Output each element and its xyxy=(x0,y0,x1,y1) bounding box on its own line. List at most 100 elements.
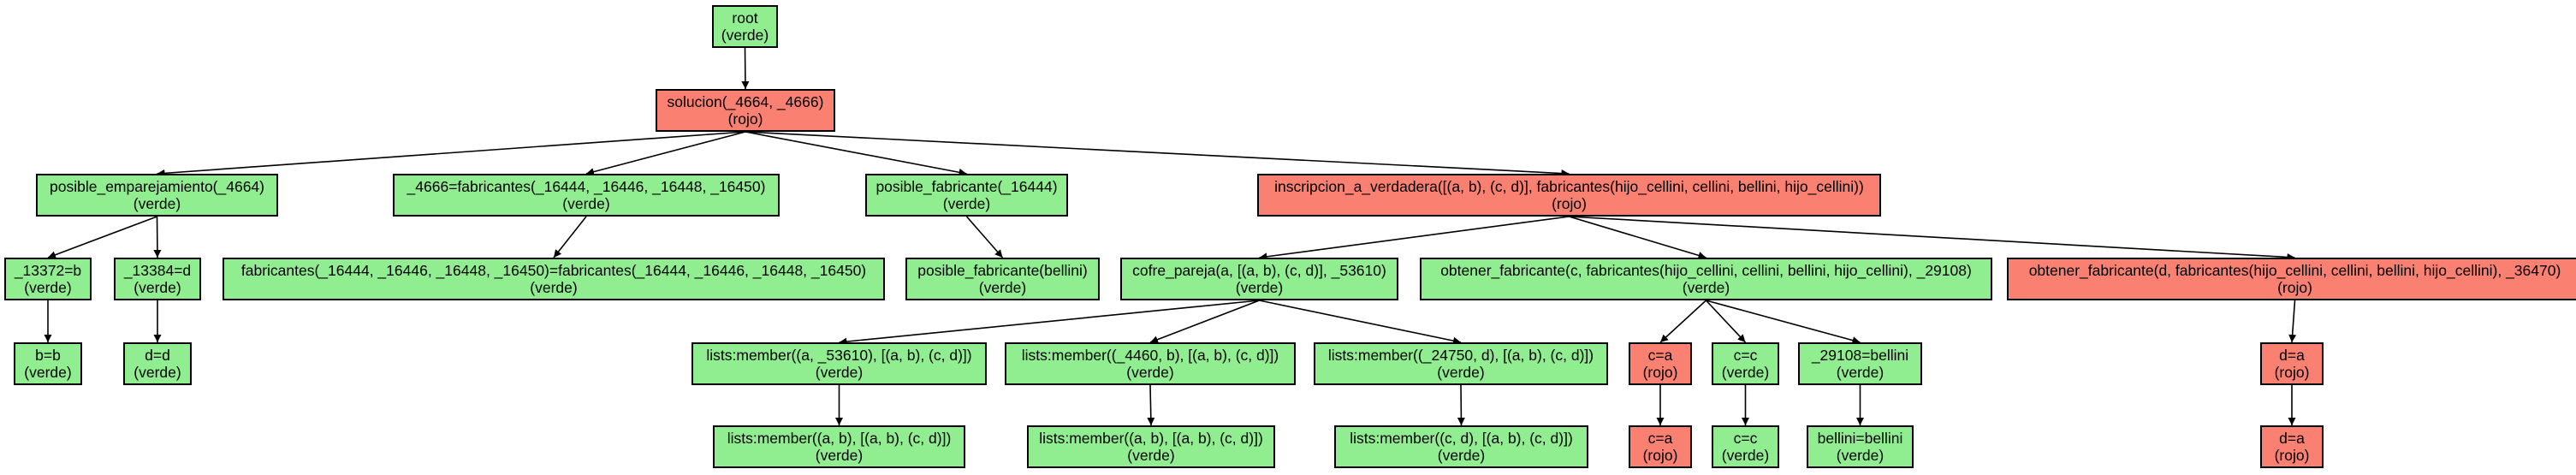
tree-node-rojo: c=a(rojo) xyxy=(1629,425,1692,468)
edge-n12-n21 xyxy=(2288,300,2297,343)
node-label: d=a xyxy=(2279,430,2305,447)
node-status: (verde) xyxy=(1126,364,1174,381)
node-label: c=c xyxy=(1733,430,1758,447)
node-status: (verde) xyxy=(1836,447,1885,464)
node-status: (verde) xyxy=(1682,279,1730,296)
tree-node-rojo: solucion(_4664, _4666)(rojo) xyxy=(656,89,835,132)
tree-node-verde: lists:member((a, b), [(a, b), (c, d)])(v… xyxy=(1027,425,1275,468)
node-label: c=c xyxy=(1733,347,1758,364)
node-label: b=b xyxy=(35,347,61,364)
node-status: (verde) xyxy=(721,27,769,44)
edge-n1-n2 xyxy=(157,131,746,177)
node-label: obtener_fabricante(d, fabricantes(hijo_c… xyxy=(2028,262,2561,279)
tree-node-verde: cofre_pareja(a, [(a, b), (c, d)], _53610… xyxy=(1120,258,1398,300)
tree-node-rojo: obtener_fabricante(d, fabricantes(hijo_c… xyxy=(2007,258,2576,300)
tree-node-verde: _13384=d(verde) xyxy=(114,258,201,300)
tree-node-verde: c=c(verde) xyxy=(1712,425,1779,468)
tree-node-verde: _29108=bellini(verde) xyxy=(1798,342,1922,385)
edge-n2-n6 xyxy=(47,216,157,259)
edge-n11-n19 xyxy=(1705,300,1747,343)
node-label: lists:member((c, d), [(a, b), (c, d)]) xyxy=(1350,430,1573,447)
tree-node-verde: _4666=fabricantes(_16444, _16446, _16448… xyxy=(393,174,780,217)
node-status: (verde) xyxy=(1721,364,1770,381)
node-label: d=d xyxy=(145,347,170,364)
edge-n17-n24 xyxy=(1457,384,1465,426)
tree-node-rojo: c=a(rojo) xyxy=(1629,342,1692,385)
node-status: (rojo) xyxy=(2274,447,2310,464)
edge-n10-n16 xyxy=(1149,300,1260,343)
node-label: _4666=fabricantes(_16444, _16446, _16448… xyxy=(407,178,766,195)
edge-n4-n9 xyxy=(965,216,1004,258)
node-status: (verde) xyxy=(24,279,72,296)
node-status: (verde) xyxy=(133,195,181,212)
tree-node-verde: fabricantes(_16444, _16446, _16448, _164… xyxy=(223,258,885,300)
node-label: _13372=b xyxy=(14,262,82,279)
edge-n1-n4 xyxy=(745,131,967,176)
tree-node-verde: lists:member((c, d), [(a, b), (c, d)])(v… xyxy=(1334,425,1588,468)
edge-n2-n7 xyxy=(153,216,162,258)
node-status: (verde) xyxy=(134,279,181,296)
node-label: d=a xyxy=(2279,347,2305,364)
node-label: lists:member((a, b), [(a, b), (c, d)]) xyxy=(727,430,952,447)
node-status: (rojo) xyxy=(727,110,763,128)
tree-node-verde: posible_fabricante(_16444)(verde) xyxy=(865,174,1068,217)
edge-n1-n5 xyxy=(745,131,1570,178)
tree-node-verde: lists:member((_24750, d), [(a, b), (c, d… xyxy=(1314,342,1608,385)
node-status: (verde) xyxy=(942,195,991,212)
tree-node-verde: c=c(verde) xyxy=(1712,342,1779,385)
edge-n10-n17 xyxy=(1259,300,1462,345)
node-label: c=a xyxy=(1647,347,1673,364)
node-status: (verde) xyxy=(562,195,610,212)
node-status: (verde) xyxy=(1127,447,1175,464)
edge-n5-n12 xyxy=(1569,216,2295,261)
edge-n5-n10 xyxy=(1259,216,1570,261)
tree-node-rojo: d=a(rojo) xyxy=(2260,425,2324,468)
node-status: (verde) xyxy=(815,364,864,381)
node-status: (verde) xyxy=(1437,447,1486,464)
edge-n10-n15 xyxy=(839,300,1260,346)
node-status: (rojo) xyxy=(1642,364,1678,381)
node-label: solucion(_4664, _4666) xyxy=(667,93,824,110)
node-label: lists:member((_24750, d), [(a, b), (c, d… xyxy=(1327,347,1594,364)
node-status: (rojo) xyxy=(1552,195,1587,212)
node-status: (rojo) xyxy=(2277,279,2312,296)
node-status: (verde) xyxy=(530,279,578,296)
tree-node-rojo: inscripcion_a_verdadera([(a, b), (c, d)]… xyxy=(1257,174,1881,217)
node-label: lists:member((a, _53610), [(a, b), (c, d… xyxy=(706,347,972,364)
tree-node-rojo: d=a(rojo) xyxy=(2260,342,2324,385)
edge-n3-n8 xyxy=(553,216,587,258)
node-label: c=a xyxy=(1647,430,1673,447)
node-label: bellini=bellini xyxy=(1817,430,1903,447)
node-status: (verde) xyxy=(134,364,181,381)
node-status: (verde) xyxy=(1836,364,1885,381)
tree-node-verde: lists:member((_4460, b), [(a, b), (c, d)… xyxy=(1005,342,1296,385)
node-status: (verde) xyxy=(24,364,72,381)
node-label: posible_fabricante(_16444) xyxy=(875,178,1058,195)
node-label: root xyxy=(732,9,758,27)
tree-node-verde: _13372=b(verde) xyxy=(4,258,92,300)
node-status: (verde) xyxy=(1437,364,1485,381)
tree-node-verde: obtener_fabricante(c, fabricantes(hijo_c… xyxy=(1420,258,1992,300)
edge-n11-n20 xyxy=(1706,300,1861,344)
node-status: (rojo) xyxy=(1642,447,1678,464)
edge-n1-n3 xyxy=(585,131,746,176)
node-label: obtener_fabricante(c, fabricantes(hijo_c… xyxy=(1440,262,1972,279)
edge-n16-n23 xyxy=(1147,384,1155,426)
node-status: (verde) xyxy=(815,447,864,464)
tree-node-verde: lists:member((a, b), [(a, b), (c, d)])(v… xyxy=(713,425,965,468)
node-label: _29108=bellini xyxy=(1811,347,1909,364)
tree-node-verde: lists:member((a, _53610), [(a, b), (c, d… xyxy=(691,342,987,385)
tree-node-verde: posible_emparejamiento(_4664)(verde) xyxy=(36,174,278,217)
node-status: (verde) xyxy=(1721,447,1770,464)
tree-node-verde: posible_fabricante(bellini)(verde) xyxy=(905,258,1100,300)
node-status: (verde) xyxy=(978,279,1027,296)
edge-n0-n1 xyxy=(741,47,750,90)
node-label: fabricantes(_16444, _16446, _16448, _164… xyxy=(240,262,867,279)
edge-n11-n18 xyxy=(1659,300,1707,343)
node-label: _13384=d xyxy=(123,262,192,279)
tree-node-verde: bellini=bellini(verde) xyxy=(1807,425,1914,468)
node-label: lists:member((_4460, b), [(a, b), (c, d)… xyxy=(1021,347,1279,364)
tree-node-verde: d=d(verde) xyxy=(123,342,192,385)
